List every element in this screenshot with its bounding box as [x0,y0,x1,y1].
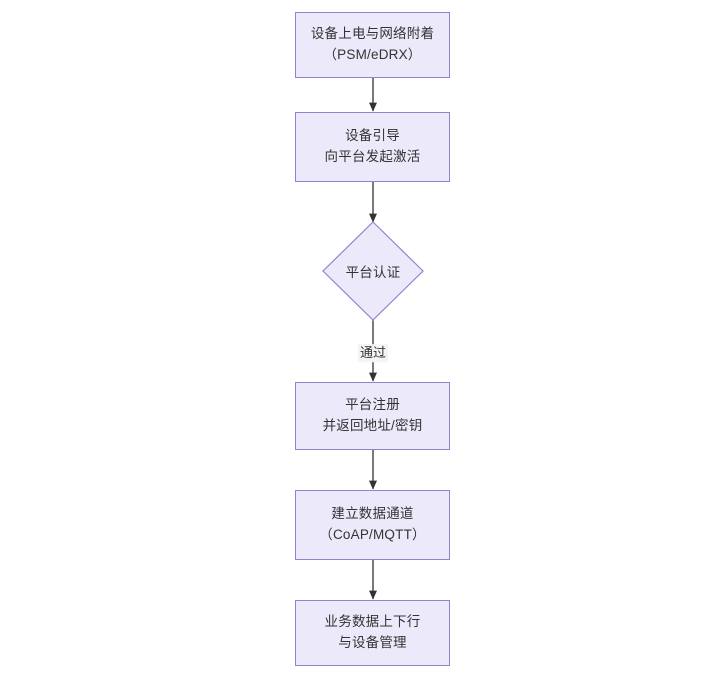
node-data-channel[interactable]: 建立数据通道 （CoAP/MQTT） [295,490,450,560]
node-platform-auth-label: 平台认证 [345,265,401,280]
node-device-bootstrap-line1: 设备引导 [345,128,400,144]
node-device-power-on-line1: 设备上电与网络附着 [310,26,435,42]
node-data-channel-line1: 建立数据通道 [331,506,414,522]
node-platform-register-line1: 平台注册 [345,397,400,413]
edge-label-pass: 通过 [357,344,389,362]
node-business-data-line2: 与设备管理 [338,635,407,650]
node-device-power-on[interactable]: 设备上电与网络附着 （PSM/eDRX） [295,12,450,78]
node-platform-register-line2: 并返回地址/密钥 [322,418,423,433]
node-device-power-on-line2: （PSM/eDRX） [323,47,422,62]
node-device-bootstrap-line2: 向平台发起激活 [324,149,421,164]
node-business-data-line1: 业务数据上下行 [324,614,421,630]
node-business-data[interactable]: 业务数据上下行 与设备管理 [295,600,450,666]
node-platform-auth-shape [322,221,424,321]
node-platform-auth[interactable]: 平台认证 [323,222,423,320]
node-platform-register[interactable]: 平台注册 并返回地址/密钥 [295,382,450,450]
node-data-channel-line2: （CoAP/MQTT） [319,527,426,542]
node-device-bootstrap[interactable]: 设备引导 向平台发起激活 [295,112,450,182]
